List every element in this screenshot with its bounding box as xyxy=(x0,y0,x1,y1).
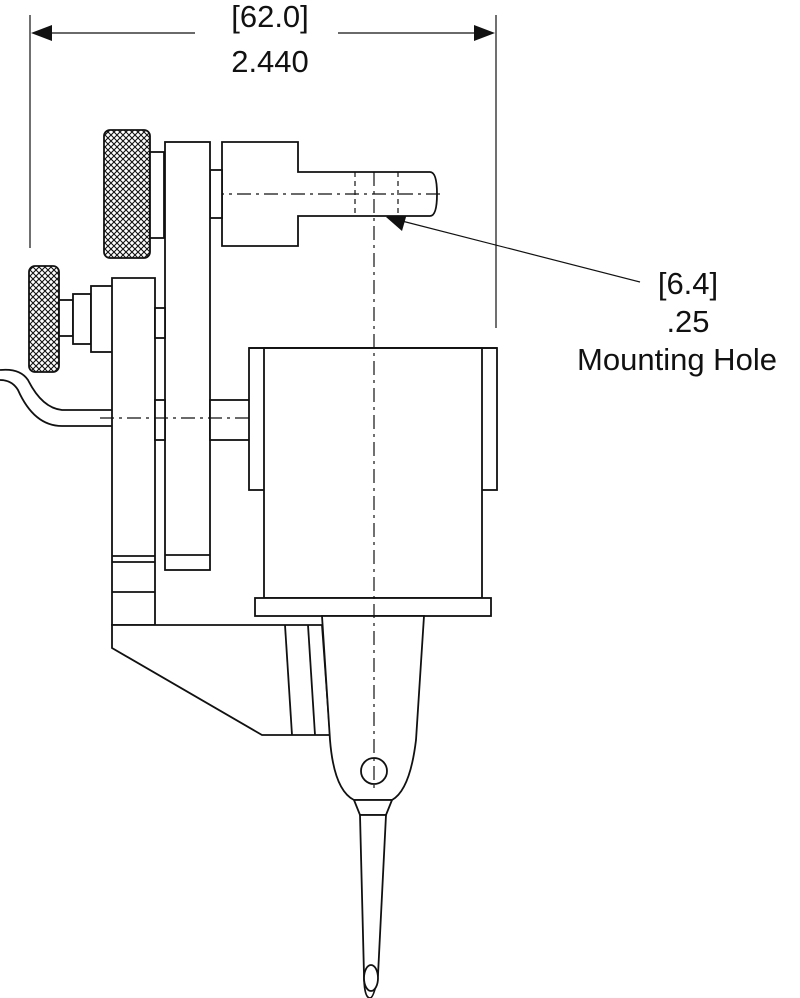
indicator-barrel xyxy=(263,347,483,599)
lower-knob xyxy=(28,265,114,373)
indicator-body xyxy=(248,347,498,801)
stylus xyxy=(352,799,394,998)
curved-rod xyxy=(0,368,115,427)
top-knob-neck xyxy=(149,151,165,239)
lower-knob-knurl xyxy=(28,265,60,373)
top-knob xyxy=(103,129,165,259)
vertical-plate-body xyxy=(164,141,211,571)
lower-knob-collar xyxy=(72,293,92,345)
mounting-hole-imperial: .25 xyxy=(666,304,709,339)
indicator-flange xyxy=(254,597,492,617)
leader-line xyxy=(397,219,641,283)
overall-width-metric: [62.0] xyxy=(231,0,309,34)
overall-width-dimension: [62.0] 2.440 xyxy=(29,0,497,328)
lower-knob-hub xyxy=(90,285,114,353)
arrowhead-left xyxy=(31,25,52,41)
arrowhead-right xyxy=(474,25,495,41)
bracket-upright xyxy=(111,277,156,626)
stylus-collar xyxy=(352,799,394,816)
overall-width-imperial: 2.440 xyxy=(231,44,309,79)
stylus-tip xyxy=(363,964,379,992)
mounting-arm xyxy=(209,141,440,247)
arm-collar xyxy=(209,169,223,219)
vertical-plate xyxy=(164,141,211,571)
mounting-hole-metric: [6.4] xyxy=(658,266,718,301)
bracket-foot xyxy=(111,624,331,736)
lower-knob-neck xyxy=(58,299,74,337)
mounting-hole-label: Mounting Hole xyxy=(577,342,777,377)
top-knob-knurl xyxy=(103,129,151,259)
